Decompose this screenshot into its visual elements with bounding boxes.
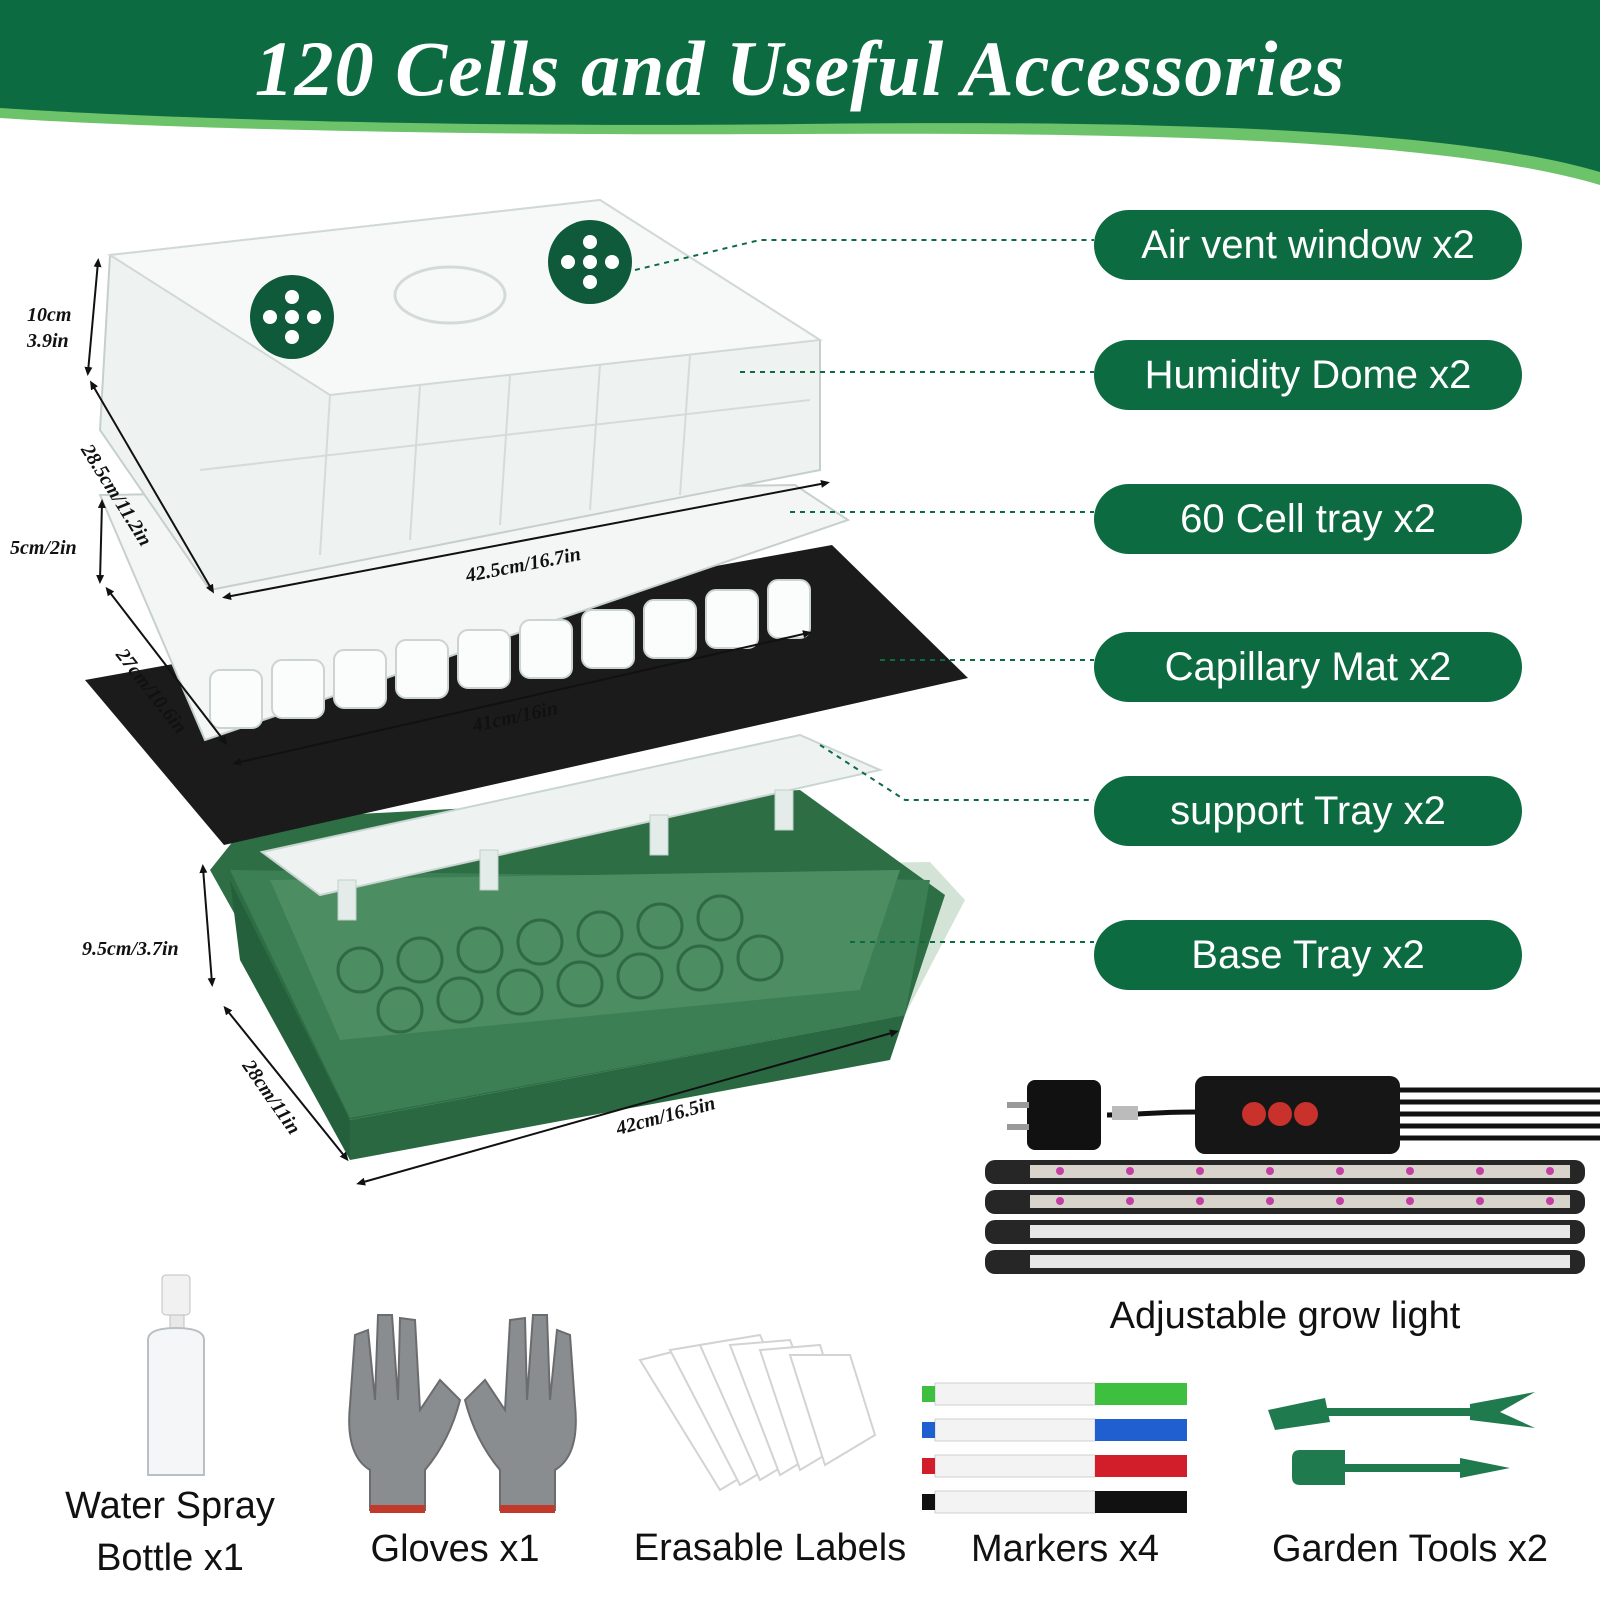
part-label-base-tray: Base Tray x2	[1094, 920, 1522, 990]
grow-light-caption: Adjustable grow light	[1109, 1295, 1461, 1337]
markers-caption: Markers x4	[971, 1528, 1159, 1570]
part-label-air-vent: Air vent window x2	[1094, 210, 1522, 280]
dim-cell-height: 5cm/2in	[10, 537, 77, 559]
labels-caption: Erasable Labels	[633, 1527, 907, 1569]
part-label-capillary-mat: Capillary Mat x2	[1094, 632, 1522, 702]
header-banner	[0, 0, 1600, 185]
page-title: 120 Cells and Useful Accessories	[254, 25, 1346, 112]
leader-lines	[634, 239, 1094, 943]
spray-bottle-icon	[147, 1274, 205, 1476]
garden-tools-icon	[1268, 1392, 1535, 1485]
grow-light-icon	[985, 1076, 1600, 1274]
part-label-cell-tray: 60 Cell tray x2	[1094, 484, 1522, 554]
dim-base-height: 9.5cm/3.7in	[82, 938, 179, 960]
support-tray-icon	[259, 733, 884, 921]
labels-icon	[638, 1333, 877, 1492]
part-label-humidity-dome: Humidity Dome x2	[1094, 340, 1522, 410]
markers-icon	[922, 1382, 1187, 1514]
spray-bottle-caption: Water Spray Bottle x1	[65, 1485, 275, 1579]
gloves-caption: Gloves x1	[370, 1528, 540, 1570]
air-vent-icon	[250, 220, 632, 359]
gloves-icon	[348, 1314, 577, 1513]
garden-tools-caption: Garden Tools x2	[1271, 1528, 1549, 1570]
dim-dome-height: 10cm 3.9in	[27, 304, 72, 352]
part-label-support-tray: support Tray x2	[1094, 776, 1522, 846]
